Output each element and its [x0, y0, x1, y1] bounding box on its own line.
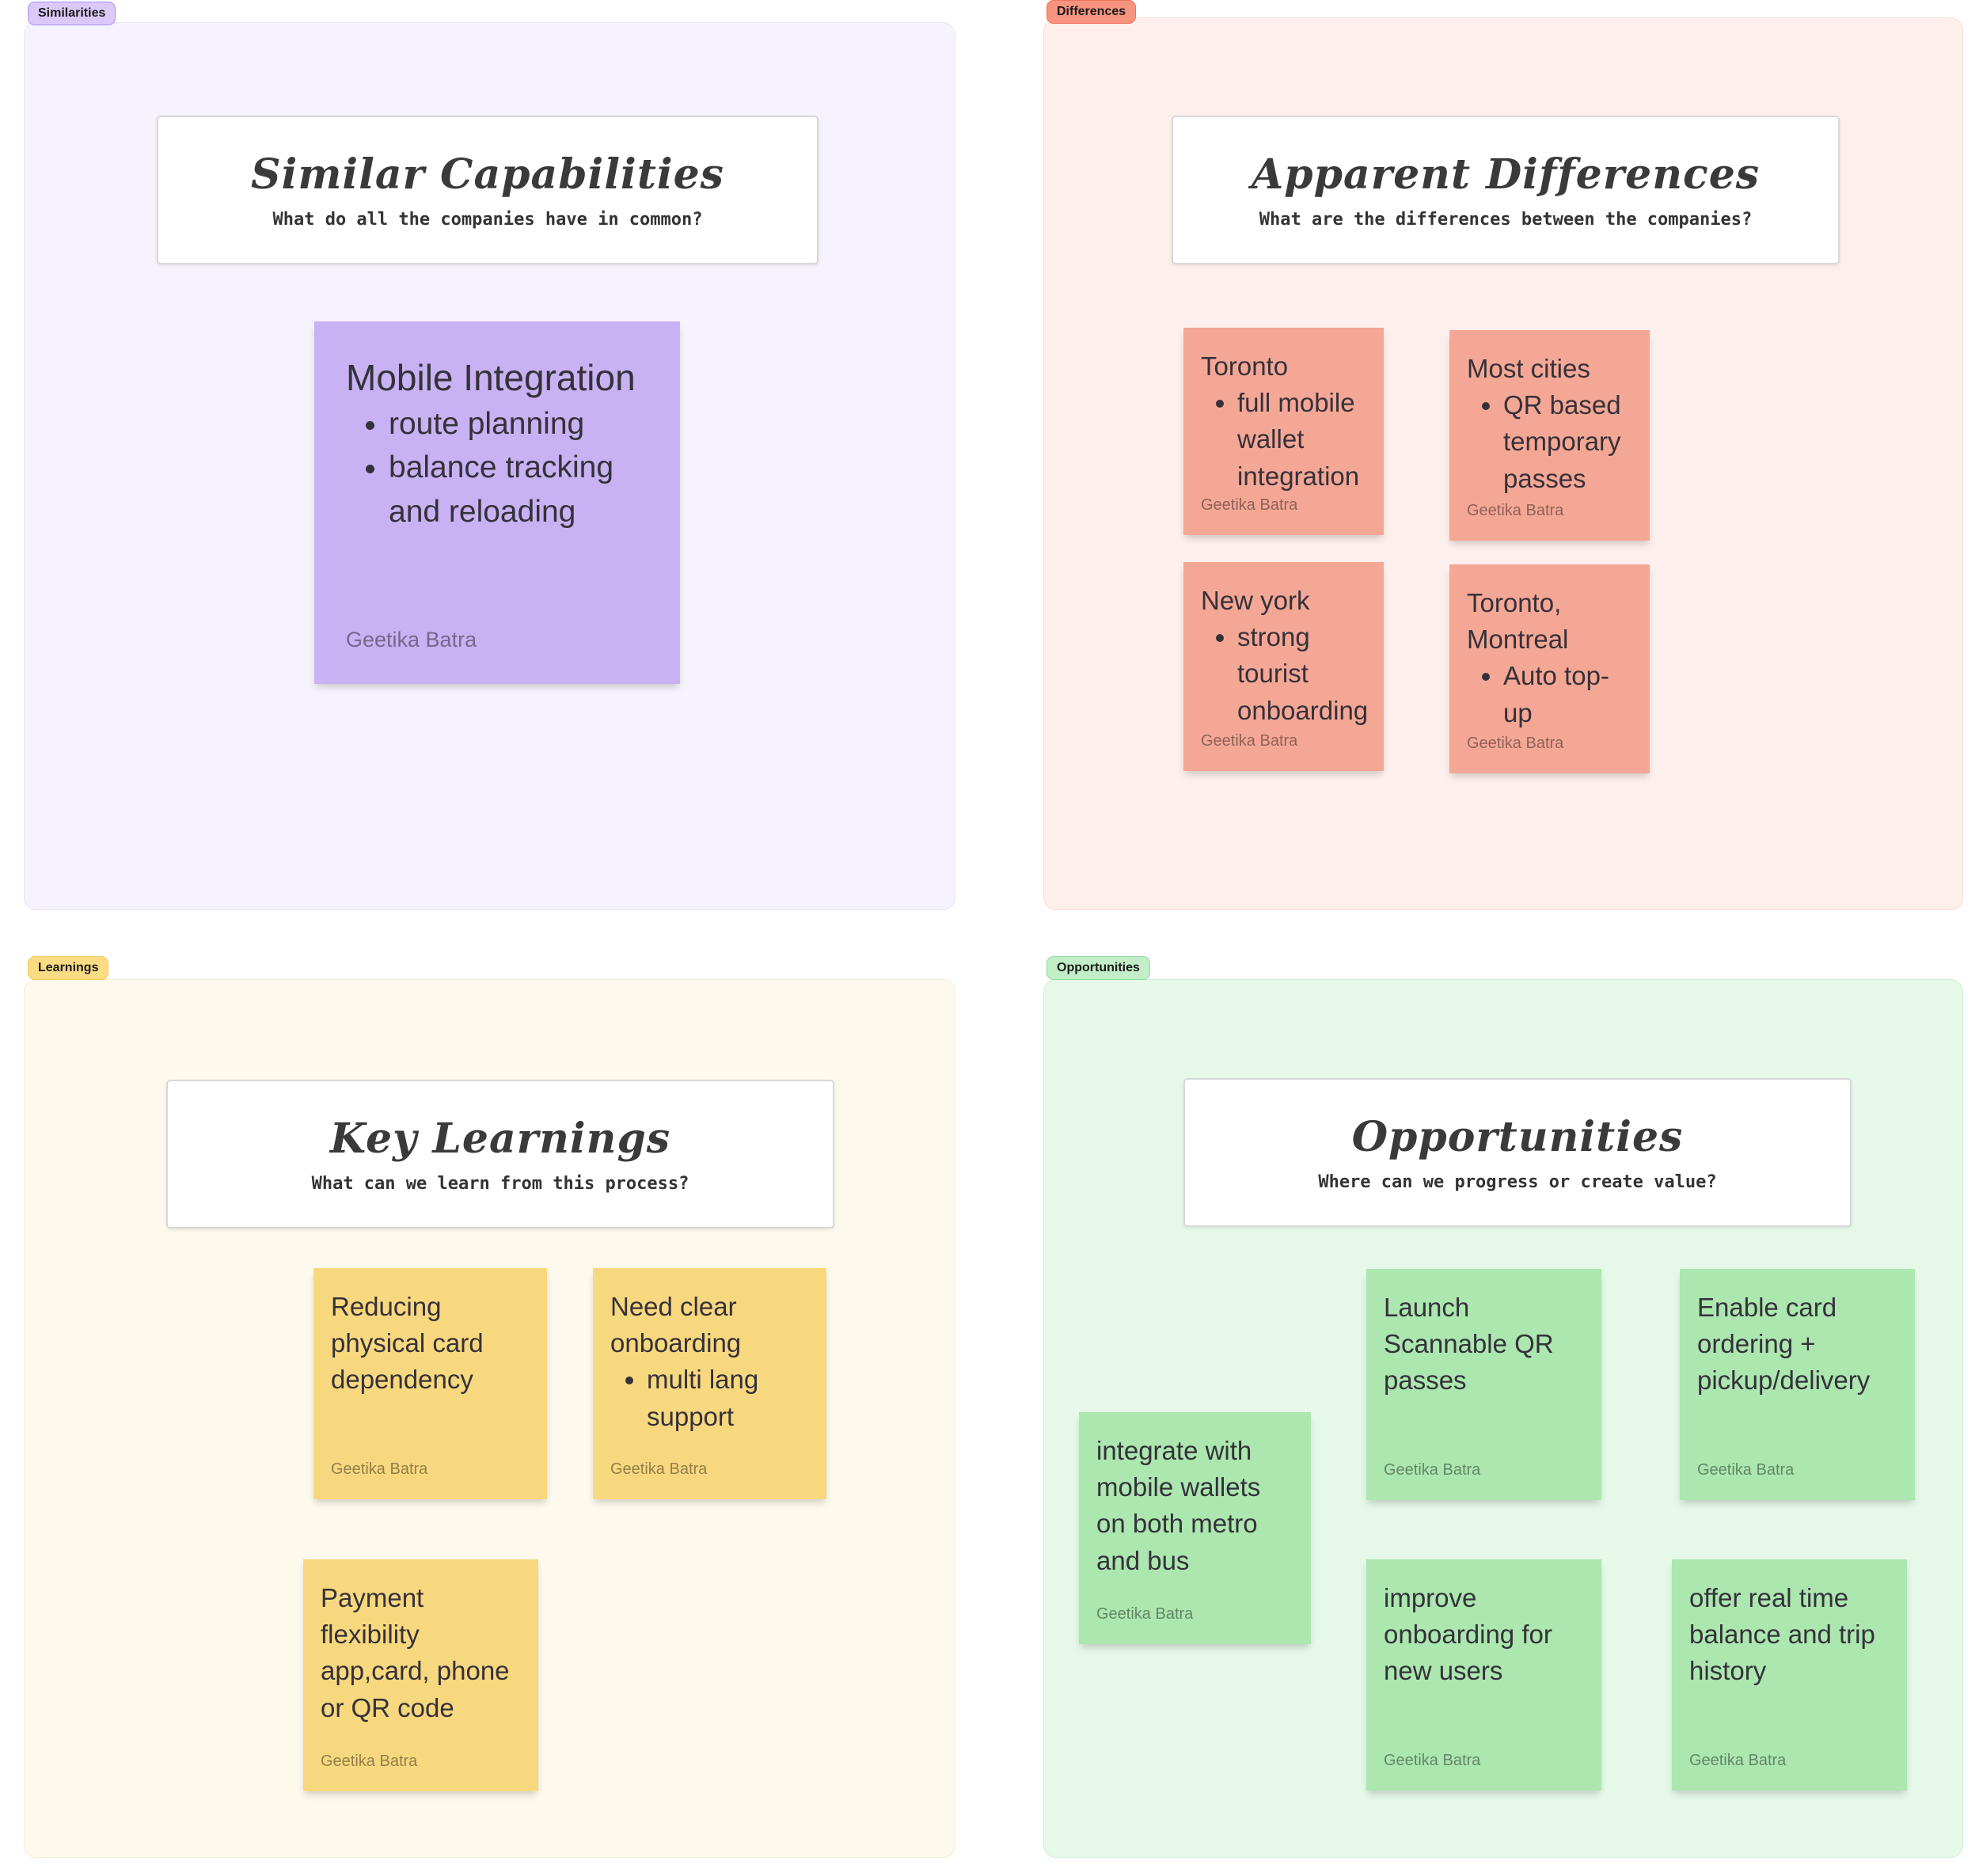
sticky-note[interactable]: offer real time balance and trip history… — [1672, 1559, 1907, 1791]
note-text: New york — [1201, 586, 1310, 615]
sticky-note[interactable]: integrate with mobile wallets on both me… — [1079, 1412, 1311, 1644]
note-bullet: route planning — [389, 402, 648, 446]
sticky-note[interactable]: Payment flexibility app,card, phone or Q… — [303, 1559, 538, 1791]
note-author: Geetika Batra — [1689, 1752, 1787, 1769]
note-text: Launch Scannable QR passes — [1384, 1293, 1554, 1396]
note-bullet: balance tracking and reloading — [389, 446, 648, 534]
note-text: integrate with mobile wallets on both me… — [1096, 1436, 1261, 1575]
note-author: Geetika Batra — [1096, 1605, 1194, 1623]
note-text: Toronto, Montreal — [1467, 588, 1569, 655]
note-author: Geetika Batra — [346, 628, 477, 651]
note-author: Geetika Batra — [1384, 1752, 1481, 1769]
note-text: Payment flexibility app,card, phone or Q… — [321, 1583, 510, 1722]
section-tag-opportunities[interactable]: Opportunities — [1046, 956, 1150, 980]
note-bullet: multi lang support — [647, 1361, 809, 1434]
note-author: Geetika Batra — [1467, 735, 1564, 752]
note-author: Geetika Batra — [321, 1753, 418, 1770]
title-card-differences[interactable]: Apparent Differences What are the differ… — [1172, 116, 1840, 264]
sticky-note[interactable]: Reducing physical card dependency Geetik… — [313, 1268, 547, 1499]
note-bullet: Auto top-up — [1503, 658, 1632, 731]
note-bullet: full mobile wallet integration — [1237, 385, 1366, 495]
note-author: Geetika Batra — [331, 1460, 428, 1478]
sticky-note[interactable]: improve onboarding for new users Geetika… — [1366, 1559, 1601, 1791]
note-author: Geetika Batra — [1467, 502, 1564, 519]
section-subtitle: What are the differences between the com… — [1259, 210, 1753, 230]
note-text: offer real time balance and trip history — [1689, 1583, 1875, 1686]
sticky-note[interactable]: Most cities QR based temporary passes Ge… — [1449, 330, 1650, 541]
note-author: Geetika Batra — [1201, 496, 1298, 514]
section-tag-learnings[interactable]: Learnings — [28, 956, 109, 980]
note-text: Mobile Integration — [346, 357, 636, 398]
sticky-note[interactable]: Enable card ordering + pickup/delivery G… — [1680, 1269, 1915, 1500]
note-bullet: QR based temporary passes — [1503, 387, 1632, 497]
sticky-note[interactable]: Toronto, Montreal Auto top-up Geetika Ba… — [1449, 564, 1650, 773]
title-card-opportunities[interactable]: Opportunities Where can we progress or c… — [1183, 1078, 1852, 1227]
sticky-note[interactable]: Toronto full mobile wallet integration G… — [1183, 328, 1384, 535]
section-title: Apparent Differences — [1251, 150, 1761, 199]
section-title: Key Learnings — [329, 1115, 671, 1163]
section-tag-differences[interactable]: Differences — [1046, 0, 1137, 24]
title-card-similarities[interactable]: Similar Capabilities What do all the com… — [157, 116, 819, 264]
title-card-learnings[interactable]: Key Learnings What can we learn from thi… — [166, 1080, 834, 1229]
note-author: Geetika Batra — [1384, 1461, 1481, 1479]
note-text: Toronto — [1201, 351, 1289, 381]
sticky-note[interactable]: Need clear onboarding multi lang support… — [593, 1268, 826, 1499]
note-author: Geetika Batra — [1201, 732, 1298, 750]
sticky-note[interactable]: Mobile Integration route planning balanc… — [314, 321, 680, 684]
sticky-note[interactable]: Launch Scannable QR passes Geetika Batra — [1366, 1269, 1601, 1500]
note-text: improve onboarding for new users — [1384, 1583, 1552, 1686]
section-subtitle: Where can we progress or create value? — [1318, 1172, 1717, 1192]
section-title: Opportunities — [1351, 1113, 1684, 1161]
section-subtitle: What can we learn from this process? — [311, 1174, 689, 1194]
note-author: Geetika Batra — [610, 1460, 708, 1478]
note-text: Enable card ordering + pickup/delivery — [1697, 1293, 1871, 1396]
note-text: Reducing physical card dependency — [331, 1292, 484, 1395]
note-text: Need clear onboarding — [610, 1292, 742, 1358]
note-text: Most cities — [1467, 354, 1590, 383]
section-tag-similarities[interactable]: Similarities — [28, 2, 116, 25]
section-title: Similar Capabilities — [251, 150, 724, 199]
section-subtitle: What do all the companies have in common… — [272, 210, 703, 230]
note-bullet: strong tourist onboarding — [1237, 619, 1368, 729]
sticky-note[interactable]: New york strong tourist onboarding Geeti… — [1183, 562, 1384, 771]
note-author: Geetika Batra — [1697, 1461, 1795, 1479]
